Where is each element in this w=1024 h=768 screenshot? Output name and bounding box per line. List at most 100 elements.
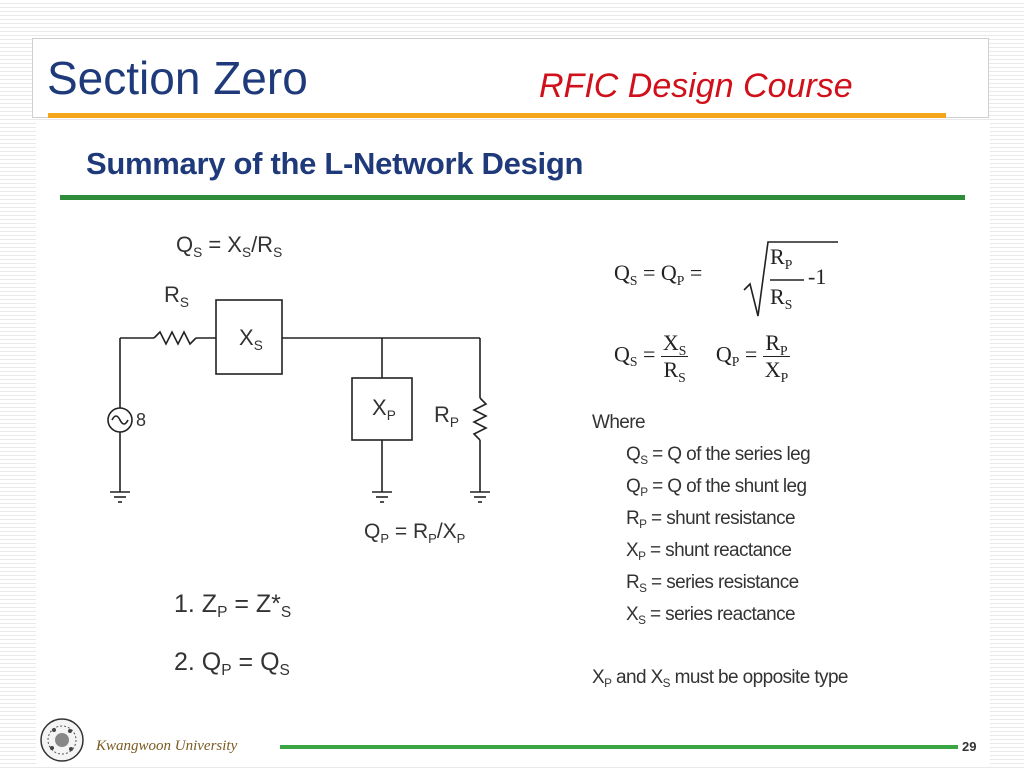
f1-numerator: RP <box>770 244 793 272</box>
where-item-text: = Q of the series leg <box>647 444 811 465</box>
where-item-sym: Q <box>626 476 641 497</box>
note-mid: and X <box>611 667 663 688</box>
f3-qp: P <box>731 354 740 370</box>
cond1-sub2: S <box>280 604 292 622</box>
xp-label: XP <box>372 395 396 423</box>
f2-den-sub: S <box>678 369 686 385</box>
slide-content: Summary of the L-Network Design <box>36 122 990 764</box>
qp-definition: QP = RP/XP <box>364 520 465 546</box>
f1-q: Q <box>614 260 630 285</box>
qs-def-mid: = X <box>202 232 242 257</box>
cond2-prefix: 2. Q <box>174 648 222 676</box>
cond2-sub: P <box>221 662 232 680</box>
where-item-text: = shunt resistance <box>646 508 796 529</box>
qp-def-sub1: P <box>380 530 390 546</box>
f3-denominator: XP <box>763 357 790 385</box>
where-item-sym: X <box>626 604 639 625</box>
note-sub2: S <box>662 677 671 691</box>
f1-qs: S <box>629 272 638 288</box>
rp-label-sub: P <box>449 414 459 430</box>
xs-label: XS <box>239 325 263 353</box>
f3-num-sub: P <box>780 342 788 358</box>
f3-numerator: RP <box>762 330 791 358</box>
xp-label-main: X <box>372 395 387 420</box>
f3-den: X <box>764 357 781 382</box>
where-item-qs: QS = Q of the series leg <box>626 444 811 467</box>
xs-label-main: X <box>239 325 254 350</box>
where-item-xp: XP = shunt reactance <box>626 540 792 564</box>
header-rule <box>48 113 946 118</box>
l-network-circuit <box>107 299 490 503</box>
note-sub1: P <box>604 677 612 691</box>
f2-eq: = <box>637 341 656 367</box>
f1-den-sub: S <box>784 296 793 312</box>
qs-def-q: Q <box>176 232 194 257</box>
qs-def-sub1: S <box>193 244 203 260</box>
f3-q: Q <box>715 341 732 367</box>
f2-numerator: XS <box>660 330 689 358</box>
where-item-sub: S <box>638 614 646 628</box>
f3-eq: = <box>739 341 758 367</box>
f1-num-sub: P <box>784 256 793 272</box>
cond1-prefix: 1. Z <box>174 590 218 618</box>
where-item-sym: Q <box>626 444 641 465</box>
rs-label: RS <box>164 282 189 310</box>
formula-q-sqrt: QS = QP = <box>614 260 703 288</box>
slide-section-title: Section Zero <box>47 52 308 104</box>
where-item-sym: X <box>626 540 639 561</box>
footer-rule <box>280 745 958 749</box>
f1-eq2: = <box>684 260 703 285</box>
where-item-sub: P <box>638 550 646 564</box>
where-item-sub: P <box>639 518 647 532</box>
rs-resistor <box>153 330 197 346</box>
condition-1: 1. ZP = Z*S <box>174 590 292 622</box>
where-item-rp: RP = shunt resistance <box>626 508 796 532</box>
rs-label-sub: S <box>179 294 189 310</box>
f2-qs: S <box>629 354 638 370</box>
f1-minus-one: -1 <box>808 264 827 289</box>
where-item-qp: QP = Q of the shunt leg <box>626 476 807 499</box>
f2-q: Q <box>614 341 630 367</box>
qp-def-mid: = R <box>389 520 429 543</box>
formula-qs-ratio: QS = XS RS QP = RP XP <box>614 330 791 385</box>
ground-symbol-rp <box>470 491 490 503</box>
qp-def-sub2: P <box>428 530 437 546</box>
where-item-rs: RS = series resistance <box>626 572 799 596</box>
where-item-text: = shunt reactance <box>645 540 792 561</box>
qs-def-sub2: S <box>241 244 252 260</box>
rp-label: RP <box>434 402 459 430</box>
condition-2: 2. QP = QS <box>174 648 290 680</box>
f1-denominator: RS <box>770 284 793 312</box>
xs-box <box>215 299 283 375</box>
f2-fraction: XS RS <box>660 330 689 385</box>
f1-eq: = Q <box>637 260 677 285</box>
rp-label-main: R <box>434 402 450 427</box>
where-item-sub: S <box>639 582 647 596</box>
qp-def-q: Q <box>364 520 381 543</box>
note-end: must be opposite type <box>669 667 849 688</box>
f2-denominator: RS <box>661 357 688 385</box>
cond1-sub: P <box>217 604 228 622</box>
where-item-sym: R <box>626 572 640 593</box>
f2-den: R <box>663 357 679 382</box>
qs-def-mid2: /R <box>251 232 274 257</box>
f1-qp: P <box>676 272 685 288</box>
university-seal-logo <box>40 718 84 762</box>
ground-symbol-source <box>110 491 130 503</box>
f1-num: R <box>770 244 785 269</box>
university-name: Kwangwoon University <box>96 738 238 754</box>
cond2-mid: = Q <box>231 648 280 676</box>
rs-label-main: R <box>164 282 180 307</box>
f2-num: X <box>662 330 679 355</box>
source-label: 8 <box>136 410 147 430</box>
f3-fraction: RP XP <box>762 330 791 385</box>
page-number: 29 <box>962 739 977 754</box>
heading-rule <box>60 195 965 200</box>
where-item-sym: R <box>626 508 640 529</box>
where-title: Where <box>592 412 646 433</box>
ground-symbol-xp <box>372 491 392 503</box>
f2-num-sub: S <box>678 342 687 358</box>
f3-den-sub: P <box>780 369 789 385</box>
xs-label-sub: S <box>253 337 263 353</box>
